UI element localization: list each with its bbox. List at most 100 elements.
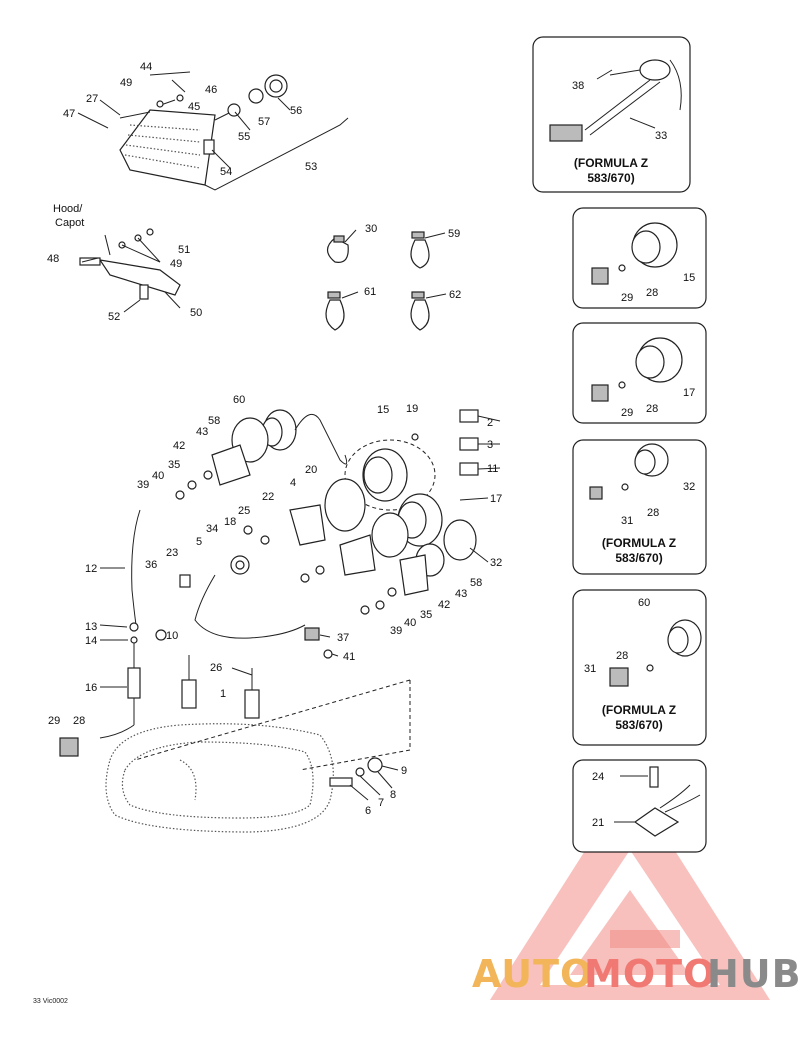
callout-28: 28 xyxy=(73,715,85,727)
inset5-caption-line2: 583/670) xyxy=(615,718,662,732)
callout-16: 16 xyxy=(85,682,97,694)
callout-20: 20 xyxy=(305,464,317,476)
bracket-1-26 xyxy=(181,655,260,719)
callout-5: 5 xyxy=(196,536,202,548)
callout-30: 30 xyxy=(365,223,377,235)
callout-52: 52 xyxy=(108,311,120,323)
callout-39a: 39 xyxy=(137,479,149,491)
callout-57: 57 xyxy=(258,116,270,128)
callout-58a: 58 xyxy=(208,415,220,427)
sensor-9 xyxy=(329,757,383,787)
cable-ties xyxy=(325,231,430,331)
inset2-callout-28: 28 xyxy=(646,287,658,299)
callout-labels: 44 49 46 45 27 47 56 57 55 54 53 Hood/ C… xyxy=(33,61,695,1005)
inset-1 xyxy=(532,36,691,193)
callout-49b: 49 xyxy=(170,258,182,270)
inset-4 xyxy=(572,439,707,575)
callout-19: 19 xyxy=(406,403,418,415)
leader-lines xyxy=(77,69,656,823)
watermark-hub: HUB xyxy=(707,952,800,996)
callout-34: 34 xyxy=(206,523,218,535)
instrument-cluster xyxy=(211,409,479,596)
callout-12: 12 xyxy=(85,563,97,575)
inset6-callout-21: 21 xyxy=(592,817,604,829)
inset3-callout-28: 28 xyxy=(646,403,658,415)
callout-58b: 58 xyxy=(470,577,482,589)
headlamp-assembly xyxy=(119,71,288,186)
hood-label-line1: Hood/ xyxy=(53,203,83,215)
callout-61: 61 xyxy=(364,286,376,298)
callout-46: 46 xyxy=(205,84,217,96)
callout-48: 48 xyxy=(47,253,59,265)
inset-3 xyxy=(572,322,707,424)
callout-40b: 40 xyxy=(404,617,416,629)
inset-6 xyxy=(572,759,707,853)
inset1-caption-line1: (FORMULA Z xyxy=(574,156,648,170)
inset4-caption-line2: 583/670) xyxy=(615,551,662,565)
callout-18: 18 xyxy=(224,516,236,528)
callout-43a: 43 xyxy=(196,426,208,438)
callout-40a: 40 xyxy=(152,470,164,482)
callout-17: 17 xyxy=(490,493,502,505)
callout-9: 9 xyxy=(401,765,407,777)
watermark-auto: AUTO xyxy=(472,952,593,996)
inset4-caption-line1: (FORMULA Z xyxy=(602,536,676,550)
inset1-caption-line2: 583/670) xyxy=(587,171,634,185)
inset4-callout-28: 28 xyxy=(647,507,659,519)
inset4-callout-32: 32 xyxy=(683,481,695,493)
inset5-caption-line1: (FORMULA Z xyxy=(602,703,676,717)
callout-42a: 42 xyxy=(173,440,185,452)
callout-2: 2 xyxy=(487,417,493,429)
callout-37: 37 xyxy=(337,632,349,644)
callout-7: 7 xyxy=(378,797,384,809)
callout-11: 11 xyxy=(487,463,498,475)
connector-29 xyxy=(59,737,79,757)
callout-49a: 49 xyxy=(120,77,132,89)
callout-4: 4 xyxy=(290,477,296,489)
speedometer-cable xyxy=(131,509,141,626)
hardware-nuts xyxy=(175,433,419,615)
tach-cable xyxy=(194,574,306,639)
bracket-line-53 xyxy=(204,117,349,191)
drawing-code: 33 Vic0002 xyxy=(33,998,68,1005)
callout-56: 56 xyxy=(290,105,302,117)
inset-5 xyxy=(572,589,707,746)
callout-60: 60 xyxy=(233,394,245,406)
inset3-callout-29: 29 xyxy=(621,407,633,419)
hood-bracket xyxy=(79,228,181,300)
callout-45: 45 xyxy=(188,101,200,113)
watermark-logo xyxy=(490,780,770,1000)
callout-53: 53 xyxy=(305,161,317,173)
inset6-callout-24: 24 xyxy=(592,771,604,783)
inset5-callout-60: 60 xyxy=(638,597,650,609)
callout-3: 3 xyxy=(487,439,493,451)
inset2-callout-15: 15 xyxy=(683,272,695,284)
callout-54: 54 xyxy=(220,166,232,178)
inset4-callout-31: 31 xyxy=(621,515,633,527)
callout-51: 51 xyxy=(178,244,190,256)
callout-50: 50 xyxy=(190,307,202,319)
callout-32: 32 xyxy=(490,557,502,569)
callout-27: 27 xyxy=(86,93,98,105)
callout-35b: 35 xyxy=(420,609,432,621)
callout-41: 41 xyxy=(343,651,355,663)
callout-22: 22 xyxy=(262,491,274,503)
inset5-callout-31: 31 xyxy=(584,663,596,675)
callout-39b: 39 xyxy=(390,625,402,637)
hood-label-line2: Capot xyxy=(55,217,84,229)
callout-55: 55 xyxy=(238,131,250,143)
callout-36: 36 xyxy=(145,559,157,571)
callout-23: 23 xyxy=(166,547,178,559)
watermark-text: AUTO MOTO HUB xyxy=(472,952,800,996)
inset1-callout-33: 33 xyxy=(655,130,667,142)
callout-8: 8 xyxy=(390,789,396,801)
inset3-callout-17: 17 xyxy=(683,387,695,399)
callout-62: 62 xyxy=(449,289,461,301)
callout-35a: 35 xyxy=(168,459,180,471)
callout-13: 13 xyxy=(85,621,97,633)
callout-15: 15 xyxy=(377,404,389,416)
callout-14: 14 xyxy=(85,635,97,647)
callout-59: 59 xyxy=(448,228,460,240)
callout-6: 6 xyxy=(365,805,371,817)
